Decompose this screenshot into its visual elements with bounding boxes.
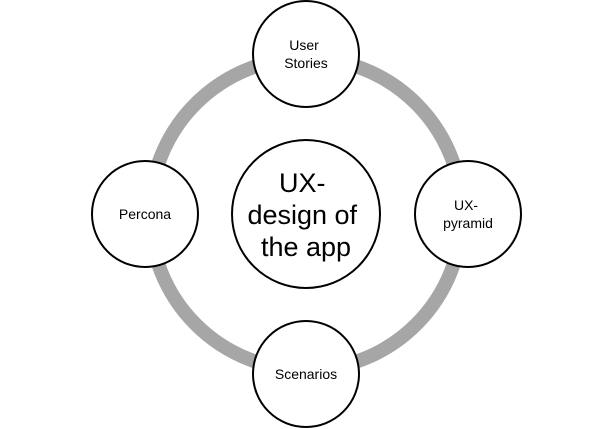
node-ux-pyramid-circle [414,160,522,268]
node-percona: Percona [91,160,199,268]
node-scenarios: Scenarios [252,320,360,428]
svg-text:Scenarios: Scenarios [275,366,337,382]
node-user-stories-circle [252,0,360,108]
node-user-stories-label-line-1: User [289,37,319,53]
node-percona-circle [91,160,199,268]
center-label-line-3: the app [261,232,351,262]
center-node: UX- design of the app [231,139,381,289]
node-ux-pyramid-label-line-1: UX- [454,197,478,213]
center-label-line-1: UX- [279,168,326,198]
svg-text:UX- design of: UX- design of the app [247,168,364,262]
center-label-line-2: design of [247,200,357,230]
node-user-stories-label-line-2: Stories [284,55,328,71]
node-scenarios-circle [252,320,360,428]
node-user-stories: User Stories [252,0,360,108]
svg-text:User Stories: User Stories [284,37,328,71]
svg-text:Percona: Percona [119,206,171,222]
node-ux-pyramid-label-line-2: pyramid [443,215,493,231]
center-node-circle [231,139,381,289]
node-scenarios-label: Scenarios [275,366,337,382]
node-percona-label: Percona [119,206,171,222]
svg-text:UX- pyramid: UX- pyramid [443,197,493,231]
node-ux-pyramid: UX- pyramid [414,160,522,268]
